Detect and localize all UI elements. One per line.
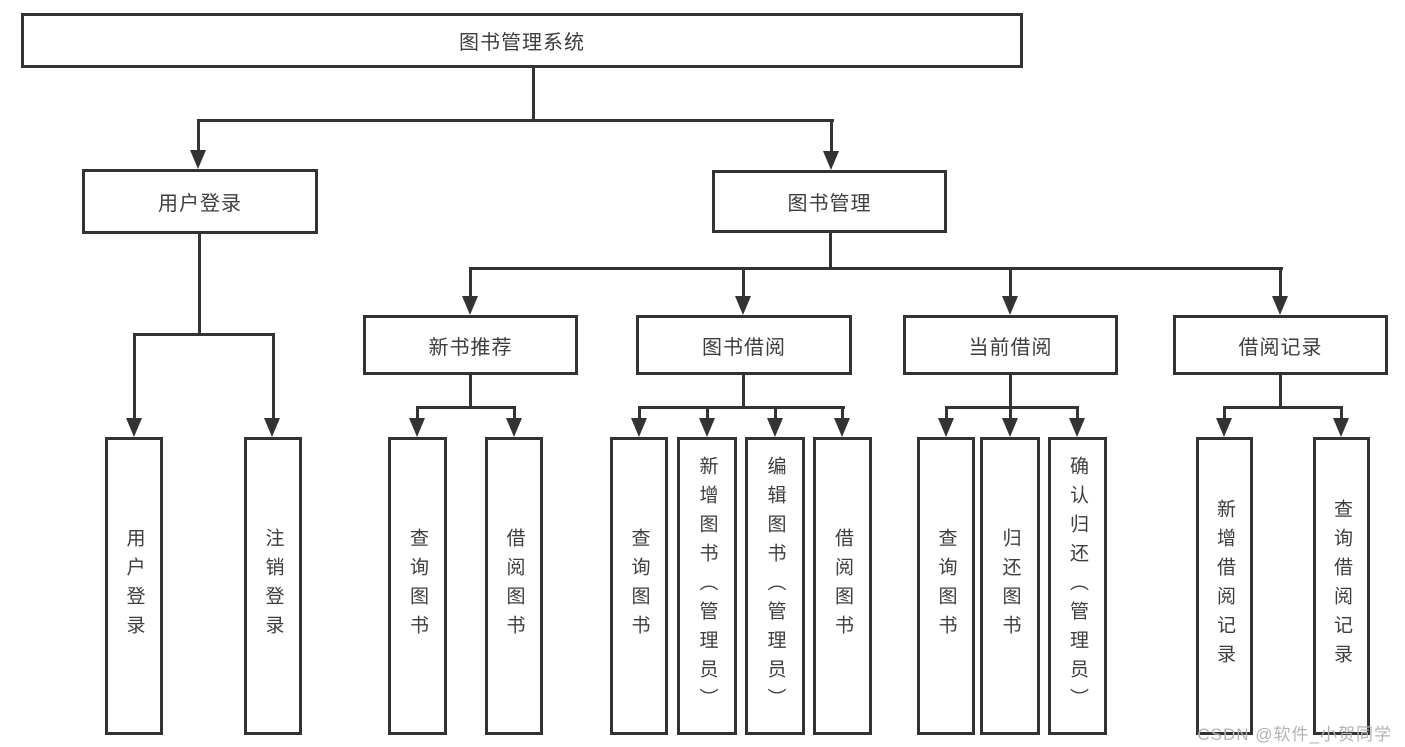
leaf-query-borrow-record: 查询借阅记录 xyxy=(1313,437,1370,735)
connector-section-stem xyxy=(1009,375,1012,409)
node-new-book-recommendation: 新书推荐 xyxy=(363,315,578,375)
connector-drop-section xyxy=(742,267,745,298)
connector-level3-rail xyxy=(469,267,1283,270)
connector-section-rail xyxy=(416,406,516,409)
leaf-query-books-current: 查询图书 xyxy=(917,437,975,735)
connector-drop-leaf xyxy=(416,406,419,420)
connector-section-rail xyxy=(1223,406,1343,409)
connector-drop-book-management xyxy=(830,119,833,152)
connector-drop-leaf xyxy=(1340,406,1343,420)
connector-drop-leaf xyxy=(774,406,777,420)
connector-drop-leaf xyxy=(706,406,709,420)
connector-section-rail xyxy=(945,406,1079,409)
node-root: 图书管理系统 xyxy=(21,13,1023,68)
leaf-add-borrow-record: 新增借阅记录 xyxy=(1196,437,1253,735)
connector-drop-leaf xyxy=(513,406,516,420)
connector-drop-leaf xyxy=(1223,406,1226,420)
node-current-borrowing: 当前借阅 xyxy=(903,315,1118,375)
node-book-borrowing: 图书借阅 xyxy=(636,315,852,375)
arrow-down-icon xyxy=(190,150,206,169)
leaf-borrow-books-borrowing: 借阅图书 xyxy=(813,437,872,735)
connector-drop-user-login xyxy=(197,119,200,152)
leaf-logout: 注销登录 xyxy=(244,437,302,735)
connector-user-login-stem xyxy=(198,234,201,335)
arrow-down-icon xyxy=(1272,296,1288,315)
arrow-down-icon xyxy=(1216,418,1232,437)
connector-level2-rail xyxy=(197,119,834,122)
connector-section-stem xyxy=(469,375,472,409)
connector-root-stem xyxy=(532,68,535,121)
leaf-user-login: 用户登录 xyxy=(105,437,163,735)
node-user-login: 用户登录 xyxy=(82,169,318,234)
connector-drop-leaf xyxy=(945,406,948,420)
connector-drop-leaf xyxy=(841,406,844,420)
connector-drop-section xyxy=(469,267,472,298)
connector-drop-leaf xyxy=(272,333,275,419)
node-book-management: 图书管理 xyxy=(712,170,947,233)
leaf-edit-books-admin: 编辑图书（管理员） xyxy=(745,437,805,735)
arrow-down-icon xyxy=(462,296,478,315)
arrow-down-icon xyxy=(699,418,715,437)
arrow-down-icon xyxy=(767,418,783,437)
leaf-confirm-return-admin: 确认归还（管理员） xyxy=(1048,437,1107,735)
arrow-down-icon xyxy=(264,418,280,437)
arrow-down-icon xyxy=(735,296,751,315)
csdn-watermark: CSDN @软件_小贺同学 xyxy=(1197,725,1392,744)
connector-section-stem xyxy=(1279,375,1282,409)
connector-user-login-rail xyxy=(133,333,275,336)
connector-drop-section xyxy=(1279,267,1282,298)
arrow-down-icon xyxy=(126,418,142,437)
arrow-down-icon xyxy=(506,418,522,437)
leaf-borrow-books-recommend: 借阅图书 xyxy=(485,437,543,735)
arrow-down-icon xyxy=(631,418,647,437)
connector-drop-leaf xyxy=(638,406,641,420)
connector-section-rail xyxy=(638,406,845,409)
arrow-down-icon xyxy=(409,418,425,437)
leaf-query-books-recommend: 查询图书 xyxy=(388,437,447,735)
node-borrowing-records: 借阅记录 xyxy=(1173,315,1388,375)
arrow-down-icon xyxy=(834,418,850,437)
leaf-add-books-admin: 新增图书（管理员） xyxy=(677,437,737,735)
arrow-down-icon xyxy=(1069,418,1085,437)
connector-drop-leaf xyxy=(1009,406,1012,420)
connector-drop-leaf xyxy=(133,333,136,419)
connector-section-stem xyxy=(742,375,745,409)
arrow-down-icon xyxy=(1002,296,1018,315)
connector-drop-section xyxy=(1009,267,1012,298)
connector-drop-leaf xyxy=(1076,406,1079,420)
arrow-down-icon xyxy=(1002,418,1018,437)
arrow-down-icon xyxy=(823,151,839,170)
leaf-return-books: 归还图书 xyxy=(980,437,1040,735)
leaf-query-books-borrowing: 查询图书 xyxy=(610,437,668,735)
connector-book-management-stem xyxy=(829,233,832,270)
arrow-down-icon xyxy=(938,418,954,437)
arrow-down-icon xyxy=(1333,418,1349,437)
